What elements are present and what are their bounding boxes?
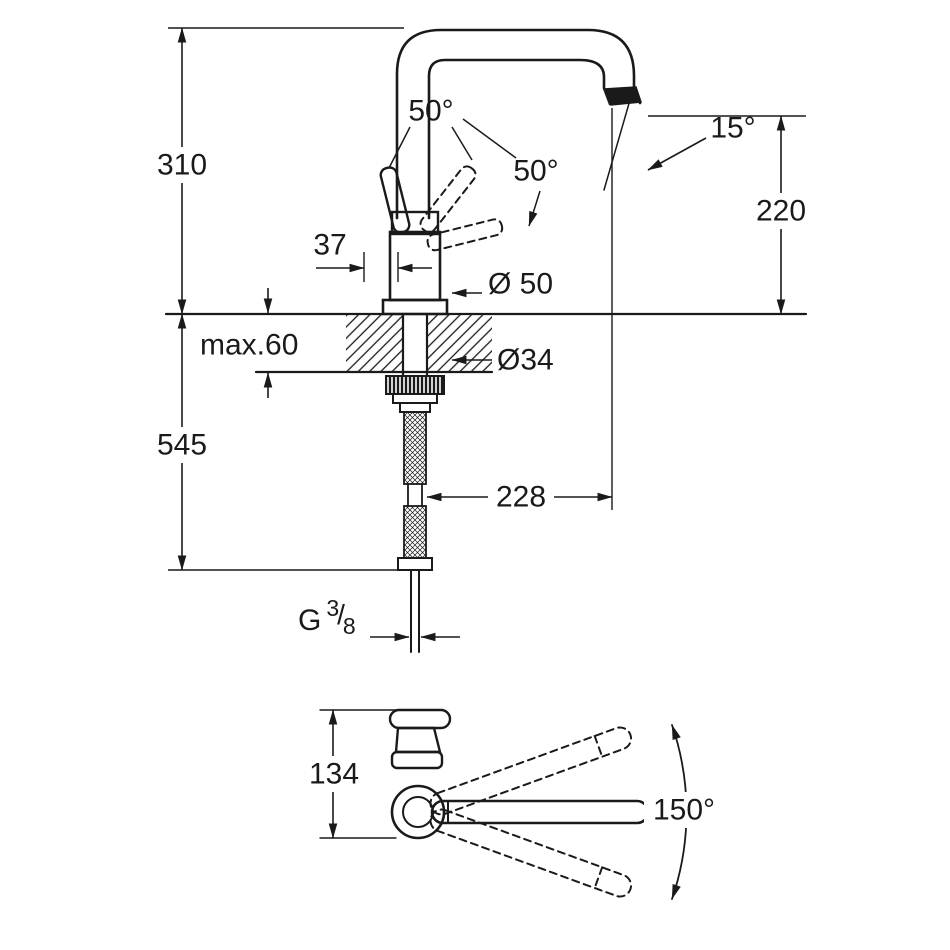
handle-base-cap [390, 210, 440, 236]
dim-37-label: 37 [313, 229, 346, 262]
angle-50-right-label: 50° [513, 155, 558, 188]
aerator-tip [602, 86, 643, 106]
dimension-310: 310 [150, 27, 404, 315]
dimension-37: 37 [313, 229, 432, 282]
dimensions-front: 310 545 50° 50° 15° [150, 27, 815, 642]
angle-150-label: 150° [653, 794, 715, 827]
top-view-spout-dashed-down [429, 808, 633, 898]
dimension-134: 134 [302, 709, 413, 839]
dimension-50-right: 50° [462, 118, 559, 227]
dimension-dia-34: Ø34 [451, 344, 554, 377]
flex-hoses [397, 411, 433, 653]
dim-228-label: 228 [496, 481, 546, 514]
dim-220-label: 220 [756, 195, 806, 228]
dia-34-label: Ø34 [497, 344, 554, 377]
hose-fitting [397, 557, 433, 571]
dimension-dia-50: Ø 50 [451, 268, 553, 301]
handle-lever [379, 166, 411, 234]
dim-545-label: 545 [157, 429, 207, 462]
dimension-220: 220 [648, 115, 815, 315]
top-view-handle [388, 708, 452, 770]
angle-50-left-label: 50° [408, 95, 453, 128]
dia-50-label: Ø 50 [488, 268, 553, 301]
top-view-spout-dashed-up [429, 726, 633, 816]
mounting-nut [385, 375, 445, 413]
mounting-shank [401, 312, 429, 378]
spout-axis-15deg-line [603, 99, 631, 191]
spout-outline [395, 28, 643, 220]
dim-310-label: 310 [157, 149, 207, 182]
handle-lever-dashed-1 [419, 165, 477, 234]
dimension-15: 15° [647, 112, 756, 171]
max-60-label: max.60 [200, 329, 298, 362]
top-view-spout-solid [430, 799, 650, 825]
handle-lever-dashed-2 [426, 218, 504, 252]
dimension-150: 150° [644, 724, 724, 900]
front-view [164, 28, 808, 653]
dim-134-label: 134 [309, 758, 359, 791]
top-view: 150° 134 [302, 708, 724, 900]
countertop-section [164, 312, 808, 374]
dimension-545: 545 [150, 313, 428, 571]
angle-15-label: 15° [710, 112, 755, 145]
base-flange [381, 298, 449, 316]
dimension-max-60: max.60 [200, 288, 298, 398]
dimension-50-left: 50° [388, 95, 473, 169]
dimension-228: 228 [426, 108, 613, 515]
